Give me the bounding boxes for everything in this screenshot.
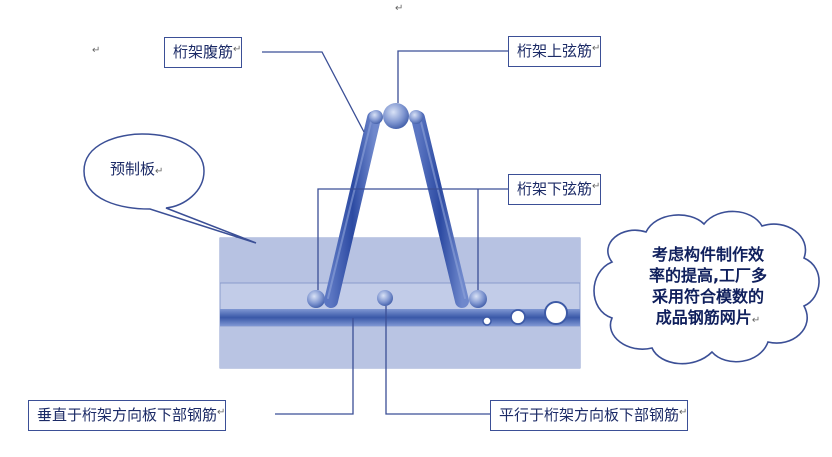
label-bottom-chord-text: 桁架下弦筋 [517,180,593,198]
note-line-3: 采用符合模数的 [651,287,764,306]
truss-web-left [324,111,381,308]
leader-perp-rebar [275,318,354,415]
leader-bottom-chord [317,188,508,290]
slab-top-band [220,238,580,283]
paragraph-mark: ↵ [217,407,226,418]
paragraph-mark: ↵ [679,407,688,418]
rebar-section-small [482,316,492,326]
paragraph-mark: ↵ [592,43,601,54]
paragraph-mark: ↵ [592,181,601,192]
label-parallel-rebar-text: 平行于桁架方向板下部钢筋 [499,406,680,424]
leader-web-bar [262,51,365,133]
parallel-rebar-section [377,290,393,306]
bottom-chord-left [307,290,325,308]
rebar-section-large [544,301,568,325]
top-chord [383,103,409,129]
precast-slab-callout [83,133,257,244]
paragraph-mark: ↵ [155,166,164,177]
note-line-4-text: 成品钢筋网片 [655,308,752,327]
paragraph-mark: ↵ [233,44,242,55]
label-web-bar-text: 桁架腹筋 [173,43,234,61]
truss-joint-left [369,110,383,124]
label-perp-rebar: 垂直于桁架方向板下部钢筋↵ [28,400,227,431]
rebar-section-medium [510,309,526,325]
paragraph-mark: ↵ [751,315,761,326]
perp-rebar-bar [220,309,580,326]
label-precast-slab: 预制板↵ [110,162,163,177]
note-cloud [593,210,820,365]
leader-parallel-rebar [385,306,490,415]
note-line-1: 考虑构件制作效 [651,245,764,264]
label-top-chord: 桁架上弦筋↵ [508,36,602,67]
leader-top-chord [397,50,508,103]
paragraph-mark-top: ↵ [395,3,404,14]
note-line-2: 率的提高,工厂多 [648,266,768,285]
label-bottom-chord: 桁架下弦筋↵ [508,174,602,205]
note-line-4: 成品钢筋网片↵ [618,307,798,331]
bottom-chord-right [469,290,487,308]
truss-web-right-highlight [420,121,466,299]
note-text: 考虑构件制作效 率的提高,工厂多 采用符合模数的 成品钢筋网片↵ [618,244,798,331]
label-web-bar: 桁架腹筋↵ [164,37,243,68]
label-perp-rebar-text: 垂直于桁架方向板下部钢筋 [37,406,218,424]
truss-web-right [411,111,469,308]
truss-web-left-highlight [327,121,372,299]
label-parallel-rebar: 平行于桁架方向板下部钢筋↵ [490,400,689,431]
label-precast-slab-text: 预制板 [110,160,156,178]
truss-joint-right [409,110,423,124]
paragraph-mark-left: ↵ [92,45,101,56]
slab-bottom-band [220,326,580,368]
label-top-chord-text: 桁架上弦筋 [517,42,593,60]
